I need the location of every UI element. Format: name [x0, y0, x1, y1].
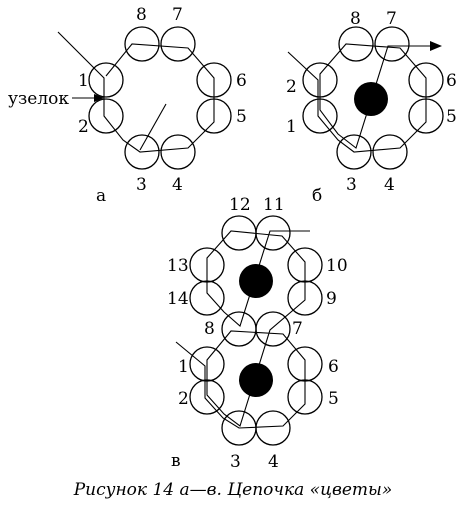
bead-8 [338, 26, 374, 62]
bead-label-10: 10 [326, 256, 348, 276]
bead-label-14: 14 [167, 289, 189, 309]
thread-path [175, 230, 310, 429]
center-bead-dot-bottom [239, 363, 273, 397]
bead-label-12: 12 [229, 195, 251, 215]
bead-label-1: 1 [78, 71, 89, 91]
bead-7 [160, 26, 196, 62]
bead-label-4: 4 [384, 175, 395, 195]
bead-4 [255, 410, 291, 446]
bead-4 [372, 134, 408, 170]
panel-letter-a: а [96, 186, 106, 206]
panel-letter-b: б [312, 186, 322, 206]
bead-label-8: 8 [136, 5, 147, 25]
bead-label-11: 11 [263, 195, 285, 215]
bead-label-5: 5 [328, 389, 339, 409]
bead-label-3: 3 [230, 452, 241, 472]
center-bead-dot-top [239, 264, 273, 298]
bead-1 [88, 62, 124, 98]
thread-path [287, 43, 430, 153]
knot-label: узелок [8, 89, 69, 109]
bead-label-3: 3 [346, 175, 357, 195]
panel-b: 8 7 6 5 4 3 2 1 б [286, 9, 457, 206]
panel-c: 12 11 10 9 13 14 8 7 6 5 1 2 3 4 в [167, 195, 348, 472]
bead-2 [88, 98, 124, 134]
bead-label-7: 7 [172, 5, 183, 25]
bead-label-2: 2 [286, 77, 297, 97]
bead-label-1: 1 [178, 357, 189, 377]
bead-label-13: 13 [167, 256, 189, 276]
bead-8 [124, 26, 160, 62]
bead-label-8: 8 [204, 319, 215, 339]
bead-8 [221, 311, 257, 347]
bead-label-5: 5 [446, 107, 457, 127]
bead-label-6: 6 [328, 357, 339, 377]
direction-arrowhead [430, 41, 442, 51]
bead-3 [221, 410, 257, 446]
bead-label-2: 2 [78, 117, 89, 137]
knot-arrowhead [94, 94, 104, 102]
bead-label-4: 4 [172, 175, 183, 195]
bead-label-7: 7 [386, 9, 397, 29]
bead-label-6: 6 [446, 71, 457, 91]
thread-path [57, 31, 215, 153]
bead-label-1: 1 [286, 117, 297, 137]
bead-3 [336, 134, 372, 170]
thread-tail [139, 103, 167, 151]
bead-3 [124, 134, 160, 170]
panel-a: 8 7 6 5 4 3 2 1 узелок а [8, 5, 247, 206]
bead-label-6: 6 [236, 71, 247, 91]
panel-letter-c: в [171, 451, 181, 471]
bead-label-8: 8 [350, 9, 361, 29]
bead-label-7: 7 [292, 319, 303, 339]
bead-7 [374, 26, 410, 62]
bead-label-4: 4 [268, 452, 279, 472]
figure-caption: Рисунок 14 а—в. Цепочка «цветы» [73, 480, 393, 500]
bead-11 [255, 215, 291, 251]
bead-label-9: 9 [326, 289, 337, 309]
bead-label-3: 3 [136, 175, 147, 195]
bead-label-2: 2 [178, 389, 189, 409]
bead-4 [160, 134, 196, 170]
bead-label-5: 5 [236, 107, 247, 127]
